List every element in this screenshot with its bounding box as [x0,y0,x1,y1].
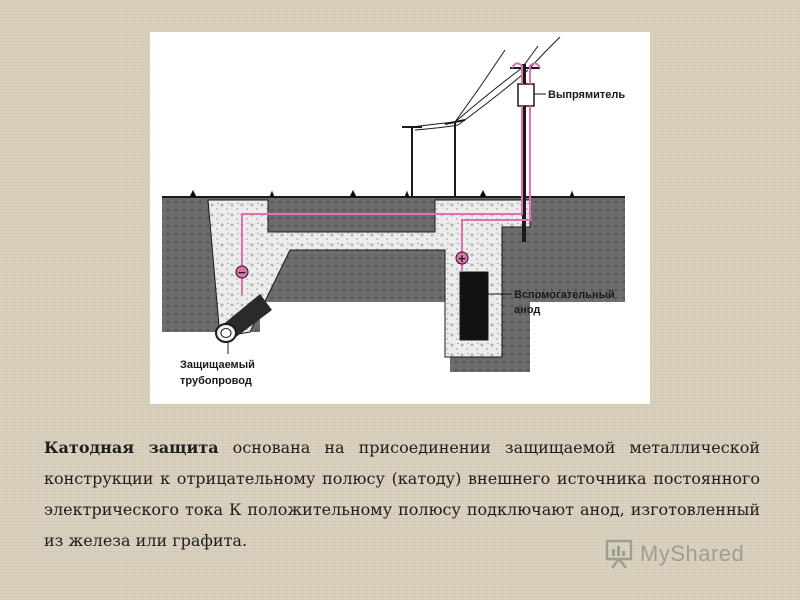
grass-tufts [189,189,575,198]
auxiliary-anode [459,271,489,341]
caption: Катодная защита основана на присоединени… [44,432,760,556]
presentation-board-icon [605,539,633,569]
anode-label-line1: Вспомогательный [514,289,615,301]
pipe-label-line1: Защищаемый [180,359,255,371]
anode-label-line2: анод [514,304,540,316]
caption-text: основана на присоединении защищаемой мет… [44,438,760,550]
rectifier-label: Выпрямитель [548,89,625,101]
diagram-panel: Выпрямитель − + Вспомогательный анод Защ… [150,32,650,404]
overhead-wires [411,36,561,131]
cathodic-protection-diagram: Выпрямитель − + Вспомогательный анод Защ… [162,36,625,387]
positive-terminal [455,251,469,265]
caption-term: Катодная защита [44,438,219,457]
positive-symbol: + [457,252,466,265]
pipe-label-line2: трубопровод [180,375,252,387]
rectifier-box [517,83,535,107]
watermark: MyShared [604,534,744,574]
pipeline [215,294,272,343]
negative-terminal [235,265,249,279]
watermark-text: MyShared [640,541,745,566]
wire-circuit [241,62,541,294]
negative-symbol: − [237,266,246,279]
